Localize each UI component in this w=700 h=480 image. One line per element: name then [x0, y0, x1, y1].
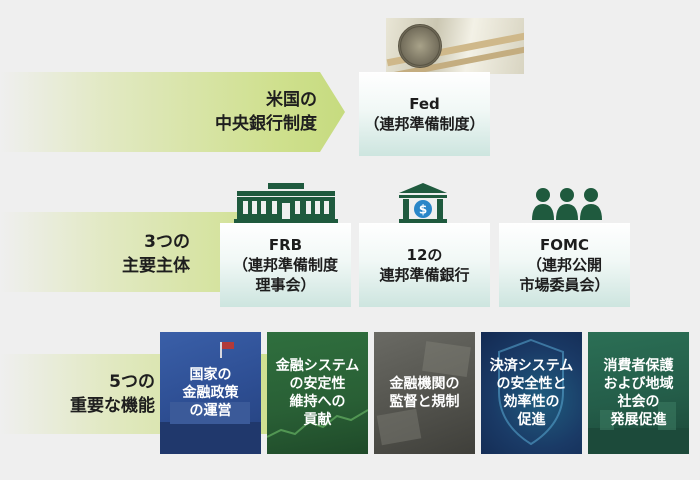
reserve-banks-card: 12の 連邦準備銀行: [359, 223, 490, 307]
people-icon: [532, 188, 602, 220]
community-image: [588, 402, 689, 454]
capitol-image: [160, 342, 261, 454]
chart-image: [267, 409, 368, 438]
function-payment-systems: 決済システム の安全性と 効率性の 促進: [481, 332, 582, 454]
row-label-1: 米国の 中央銀行制度: [215, 90, 317, 134]
fed-photo: [386, 18, 524, 74]
documents-image: [376, 341, 471, 446]
building-icon: [234, 183, 338, 223]
seal-icon: [398, 24, 442, 68]
function-financial-stability: 金融システム の安定性 維持への 貢献: [267, 332, 368, 454]
bank-icon: $: [399, 183, 447, 224]
svg-text:$: $: [419, 203, 427, 217]
fed-card: Fed （連邦準備制度）: [359, 72, 490, 156]
frb-card: FRB （連邦準備制度 理事会）: [220, 223, 351, 307]
row-arrow-1: [0, 72, 345, 152]
shield-image: [498, 338, 564, 446]
row-label-3: 5つの 重要な機能: [70, 372, 155, 416]
function-monetary-policy: 国家の 金融政策 の運営: [160, 332, 261, 454]
row-label-2: 3つの 主要主体: [122, 232, 190, 276]
function-consumer-protection: 消費者保護 および地域 社会の 発展促進: [588, 332, 689, 454]
function-supervision: 金融機関の 監督と規制: [374, 332, 475, 454]
fomc-card: FOMC （連邦公開 市場委員会）: [499, 223, 630, 307]
